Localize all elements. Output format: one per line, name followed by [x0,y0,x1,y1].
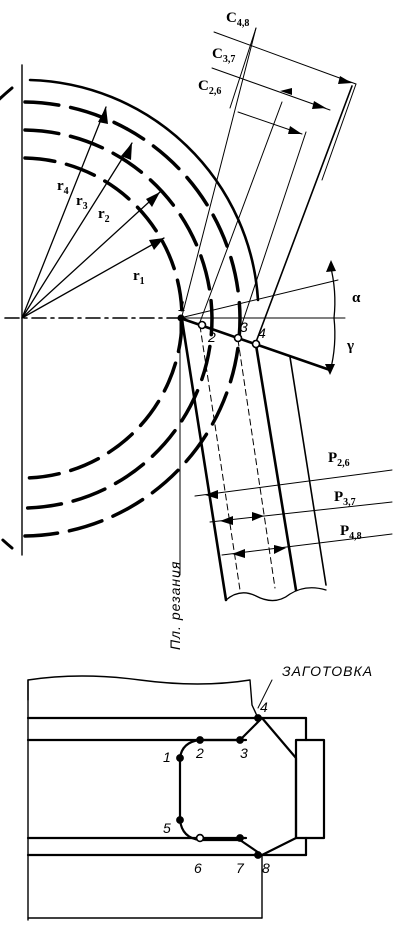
arrow-r1 [149,238,164,250]
tool-bottom-break [225,587,327,602]
label-c37: C3,7 [212,46,235,65]
lower-point-label-4: 4 [260,699,268,715]
radius-line-r3 [21,142,133,319]
tool-edge-3 [237,339,276,589]
dim-c26-arrow [288,126,302,134]
dim-c48-line [213,31,357,85]
dim-p37-line [209,501,393,523]
cutter-shank [294,738,326,840]
upper-labels: r4 r3 r2 r1 C4,8 C3,7 C2,6 P2,6 P3,7 P4,… [57,10,362,650]
upper-point-label-3: 3 [240,319,248,335]
lower-point-label-5: 5 [163,820,171,836]
arrow-r2 [146,192,160,207]
alpha-angle-arc [329,263,336,319]
radius-line-r2 [21,191,161,319]
label-p26: P2,6 [328,450,350,469]
lower-point-4 [254,714,262,722]
radius-line-r4 [21,106,107,319]
dim-c48-arrow [338,76,352,84]
c-ext-line-2 [199,101,283,323]
dim-p37-arrow [220,516,233,525]
cutting-plane-label: Пл. резания [167,561,183,650]
dim-p37-arrow-b [252,512,264,521]
dim-p48-arrow-b [274,545,286,554]
label-p48: P4,8 [340,523,362,542]
lower-point-7 [236,834,244,842]
label-r1: r1 [133,268,145,287]
alpha-arrow [326,260,336,272]
tool-edge-4 [254,343,298,592]
arrow-r4 [98,107,108,124]
dim-p26-line [194,469,393,497]
upper-point-label-2: 2 [207,329,216,345]
c-ext-line-4 [255,85,353,343]
dim-c37-line [211,67,331,111]
upper-point-1 [177,314,185,322]
workpiece-label: ЗАГОТОВКА [282,663,373,679]
label-c48: C4,8 [226,10,249,29]
label-p37: P3,7 [334,489,356,508]
upper-point-2 [197,320,207,330]
radius-line-r1 [21,237,165,319]
label-r3: r3 [76,193,88,212]
lower-point-5 [176,816,184,824]
lower-point-1 [176,754,184,762]
c-ext-line-1 [181,27,257,317]
dim-p26-arrow [205,490,218,499]
upper-point-4 [251,339,261,349]
gamma-angle-arc [329,317,336,373]
lower-point-8 [254,851,262,859]
upper-point-3 [233,333,243,343]
tool-upper-left [229,27,257,109]
gamma-arrow [325,364,335,375]
dim-c37-arrow-b [280,88,292,95]
lower-point-label-3: 3 [240,745,248,761]
lower-point-3 [236,736,244,744]
lower-point-label-7: 7 [236,860,245,876]
upper-cutting-diagram [0,27,393,602]
workpiece-outline [27,675,259,719]
lower-point-label-8: 8 [262,860,270,876]
label-r2: r2 [98,206,110,225]
label-c26: C2,6 [198,78,221,97]
arc-r4 [28,78,260,302]
lower-point-label-2: 2 [195,745,204,761]
label-r4: r4 [57,178,69,197]
lower-point-label-1: 1 [163,749,171,765]
alpha-reference-line [179,279,339,319]
upper-point-label-4: 4 [258,325,266,341]
lower-point-label-6: 6 [194,860,202,876]
lower-point-2 [196,736,204,744]
label-alpha: α [352,290,361,306]
lower-workpiece-diagram [26,675,326,921]
dim-c37-arrow [312,101,326,109]
lower-labels: ЗАГОТОВКА 1 2 3 4 5 6 7 8 [163,663,373,876]
upper-point-label-1: 1 [178,298,186,314]
workpiece-leader [257,679,273,709]
dim-p48-arrow [232,549,245,558]
tool-left-edge [180,318,228,602]
label-gamma: γ [346,338,354,354]
tool-right-edge [289,356,327,586]
tool-edge-2 [199,325,241,591]
dim-p48-line [221,533,393,556]
arrow-r3 [121,143,132,160]
tool-upper-right [321,83,357,181]
lower-point-6 [195,833,205,843]
c-ext-line-3 [237,131,307,337]
